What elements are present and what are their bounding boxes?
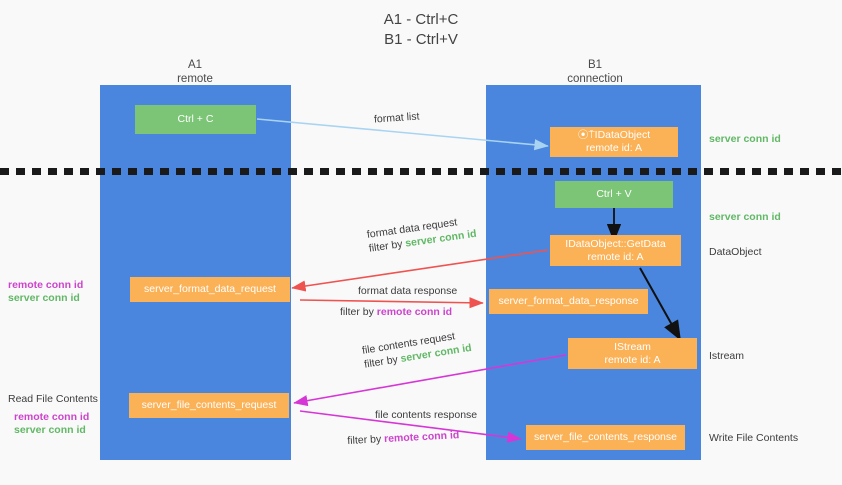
edge-label-format-data-response-line1: format data response bbox=[358, 285, 458, 297]
edge-filter-prefix: filter by bbox=[368, 237, 407, 255]
column-header-a1: A1 remote bbox=[130, 58, 260, 86]
node-ctrl-v-label: Ctrl + V bbox=[596, 188, 632, 200]
edge-label-format-list: format list bbox=[373, 110, 420, 126]
annotation-data-object: DataObject bbox=[709, 246, 762, 258]
annotation-server-conn-id-top: server conn id bbox=[709, 133, 781, 145]
column-a1-sub: remote bbox=[177, 73, 213, 85]
node-server-format-data-response-label: server_format_data_response bbox=[498, 295, 639, 307]
node-istream[interactable]: IStream remote id: A bbox=[568, 338, 697, 369]
node-ctrl-v[interactable]: Ctrl + V bbox=[555, 181, 673, 208]
node-server-format-data-response[interactable]: server_format_data_response bbox=[489, 289, 648, 314]
column-a1-name: A1 bbox=[187, 59, 203, 71]
node-ctrl-c-label: Ctrl + C bbox=[177, 113, 214, 125]
node-server-file-contents-request-label: server_file_contents_request bbox=[141, 399, 277, 411]
node-server-file-contents-response-label: server_file_contents_response bbox=[533, 431, 677, 443]
column-b1-sub: connection bbox=[567, 73, 623, 85]
edge-label-file-contents-response-filter: filter by remote conn id bbox=[347, 428, 460, 448]
annotation-left-remote-conn-id-1: remote conn id bbox=[8, 279, 84, 291]
edge-filter-prefix-4: filter by bbox=[347, 433, 385, 447]
phase-divider bbox=[0, 168, 842, 175]
annotation-left-remote-conn-id-2: remote conn id bbox=[14, 411, 90, 423]
edge-label-file-contents-response-line1: file contents response bbox=[375, 409, 478, 421]
edge-filter-prefix-2: filter by bbox=[340, 306, 377, 318]
node-data-object-line1: ⦿⍑IDataObject bbox=[577, 129, 651, 141]
edge-label-format-data-response: format data response bbox=[358, 284, 457, 298]
node-server-format-data-request[interactable]: server_format_data_request bbox=[130, 277, 290, 302]
node-ctrl-c[interactable]: Ctrl + C bbox=[135, 105, 256, 134]
node-istream-line2: remote id: A bbox=[604, 353, 661, 366]
node-getdata-line2: remote id: A bbox=[587, 250, 644, 263]
title-line-2: B1 - Ctrl+V bbox=[384, 31, 458, 48]
node-server-format-data-request-label: server_format_data_request bbox=[144, 283, 276, 295]
node-istream-line1: IStream bbox=[614, 340, 651, 353]
connector-format-data-response bbox=[299, 297, 484, 309]
node-server-file-contents-request[interactable]: server_file_contents_request bbox=[129, 393, 289, 418]
edge-label-file-contents-response: file contents response bbox=[375, 408, 477, 422]
title-line-1: A1 - Ctrl+C bbox=[383, 11, 459, 28]
node-data-object-line2: remote id: A bbox=[585, 142, 643, 154]
annotation-read-file-contents: Read File Contents bbox=[8, 393, 98, 405]
annotation-istream: Istream bbox=[709, 350, 745, 362]
diagram-title: A1 - Ctrl+C B1 - Ctrl+V bbox=[0, 10, 842, 50]
node-getdata-line1: IDataObject::GetData bbox=[565, 237, 666, 250]
annotation-left-server-conn-id-2: server conn id bbox=[14, 424, 86, 436]
edge-label-file-contents-request: file contents request filter by server c… bbox=[361, 327, 473, 372]
edge-label-format-data-response-filter: filter by remote conn id bbox=[340, 305, 452, 319]
edge-filter-value-4: remote conn id bbox=[383, 429, 460, 446]
node-server-file-contents-response[interactable]: server_file_contents_response bbox=[526, 425, 685, 450]
edge-filter-value-2: remote conn id bbox=[376, 306, 453, 318]
node-getdata[interactable]: IDataObject::GetData remote id: A bbox=[550, 235, 681, 266]
column-b1-name: B1 bbox=[587, 59, 603, 71]
annotation-write-file-contents: Write File Contents bbox=[709, 432, 799, 444]
node-data-object[interactable]: ⦿⍑IDataObject remote id: A bbox=[550, 127, 678, 157]
column-header-b1: B1 connection bbox=[530, 58, 660, 86]
annotation-left-server-conn-id-1: server conn id bbox=[8, 292, 80, 304]
edge-label-format-data-request: format data request filter by server con… bbox=[366, 213, 477, 256]
annotation-server-conn-id-mid: server conn id bbox=[709, 211, 781, 223]
